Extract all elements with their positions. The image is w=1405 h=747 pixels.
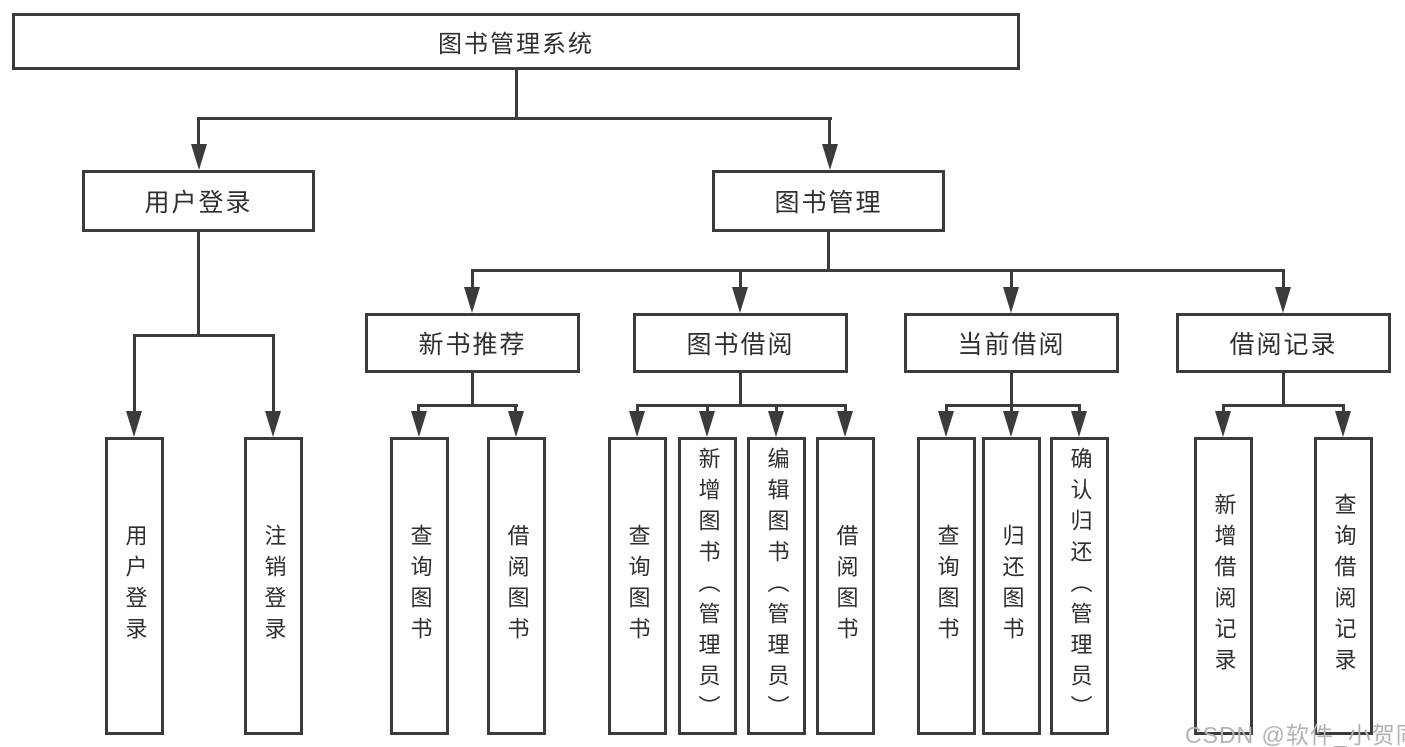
connector-line (775, 404, 778, 414)
node-label: 新增图书（管理员） (695, 446, 721, 726)
node-add-books-admin: 新增图书（管理员） (678, 437, 737, 735)
connector-line (417, 404, 518, 407)
node-new-book-recommend: 新书推荐 (365, 313, 580, 373)
arrow-down-icon (126, 411, 142, 437)
connector-line (514, 404, 517, 414)
connector-line (1282, 269, 1285, 290)
connector-line (636, 404, 639, 414)
connector-line (471, 269, 1285, 272)
connector-line (471, 373, 474, 407)
connector-line (636, 404, 847, 407)
connector-line (1010, 373, 1013, 407)
node-logout: 注销登录 (244, 437, 303, 735)
arrow-down-icon (1071, 411, 1087, 437)
connector-line (739, 269, 742, 290)
arrow-down-icon (464, 287, 480, 313)
arrow-down-icon (1003, 411, 1019, 437)
node-borrow-records: 借阅记录 (1176, 313, 1391, 373)
arrow-down-icon (508, 411, 524, 437)
connector-line (1282, 373, 1285, 407)
node-label: 查询借阅记录 (1331, 493, 1357, 679)
connector-line (1342, 404, 1345, 414)
connector-line (1010, 269, 1013, 290)
arrow-down-icon (768, 411, 784, 437)
node-add-borrow-record: 新增借阅记录 (1194, 437, 1253, 735)
node-label: 新增借阅记录 (1211, 493, 1237, 679)
node-label: 借阅图书 (504, 524, 530, 648)
arrow-down-icon (1215, 411, 1231, 437)
connector-line (133, 334, 136, 414)
arrow-down-icon (411, 411, 427, 437)
connector-line (197, 117, 200, 147)
node-book-management: 图书管理 (712, 170, 945, 232)
connector-line (945, 404, 948, 414)
node-label: 注销登录 (261, 524, 287, 648)
connector-line (739, 373, 742, 407)
connector-line (197, 117, 832, 120)
node-query-books-3: 查询图书 (917, 437, 976, 735)
connector-line (945, 404, 1081, 407)
node-query-borrow-record: 查询借阅记录 (1314, 437, 1373, 735)
connector-line (272, 334, 275, 414)
connector-line (417, 404, 420, 414)
connector-line (1078, 404, 1081, 414)
arrow-down-icon (822, 144, 838, 170)
connector-line (706, 404, 709, 414)
connector-line (471, 269, 474, 290)
arrow-down-icon (1275, 287, 1291, 313)
node-label: 用户登录 (122, 524, 148, 648)
node-borrow-books-2: 借阅图书 (816, 437, 875, 735)
node-confirm-return-admin: 确认归还（管理员） (1050, 437, 1109, 735)
node-label: 用户登录 (144, 189, 253, 217)
node-label: 归还图书 (999, 524, 1025, 648)
node-label: 借阅图书 (833, 524, 859, 648)
connector-line (1222, 404, 1225, 414)
node-edit-books-admin: 编辑图书（管理员） (747, 437, 806, 735)
connector-line (827, 232, 830, 272)
node-label: 编辑图书（管理员） (764, 446, 790, 726)
arrow-down-icon (938, 411, 954, 437)
node-label: 图书管理系统 (438, 31, 594, 58)
connector-line (844, 404, 847, 414)
connector-line (828, 117, 831, 147)
node-borrow-books-1: 借阅图书 (487, 437, 546, 735)
node-label: 查询图书 (625, 524, 651, 648)
node-current-borrow: 当前借阅 (904, 313, 1119, 373)
arrow-down-icon (1003, 287, 1019, 313)
node-query-books-2: 查询图书 (608, 437, 667, 735)
node-label: 图书管理 (774, 189, 883, 217)
node-label: 当前借阅 (957, 331, 1066, 359)
arrow-down-icon (1335, 411, 1351, 437)
watermark: CSDN @软件_小贺同学 (1185, 722, 1405, 747)
node-label: 借阅记录 (1229, 331, 1338, 359)
node-query-books-1: 查询图书 (390, 437, 449, 735)
connector-line (1222, 404, 1345, 407)
node-user-login: 用户登录 (82, 170, 315, 232)
arrow-down-icon (191, 144, 207, 170)
arrow-down-icon (837, 411, 853, 437)
node-label: 新书推荐 (418, 331, 527, 359)
node-book-borrow: 图书借阅 (633, 313, 848, 373)
arrow-down-icon (732, 287, 748, 313)
node-user-login-action: 用户登录 (105, 437, 164, 735)
node-label: 确认归还（管理员） (1067, 446, 1093, 726)
connector-line (133, 334, 275, 337)
arrow-down-icon (265, 411, 281, 437)
connector-line (197, 232, 200, 337)
node-library-management-system: 图书管理系统 (12, 13, 1020, 70)
node-label: 查询图书 (407, 524, 433, 648)
arrow-down-icon (699, 411, 715, 437)
arrow-down-icon (629, 411, 645, 437)
node-label: 图书借阅 (686, 331, 795, 359)
node-label: 查询图书 (934, 524, 960, 648)
connector-line (1010, 404, 1013, 414)
node-return-books: 归还图书 (982, 437, 1041, 735)
connector-line (515, 70, 518, 120)
